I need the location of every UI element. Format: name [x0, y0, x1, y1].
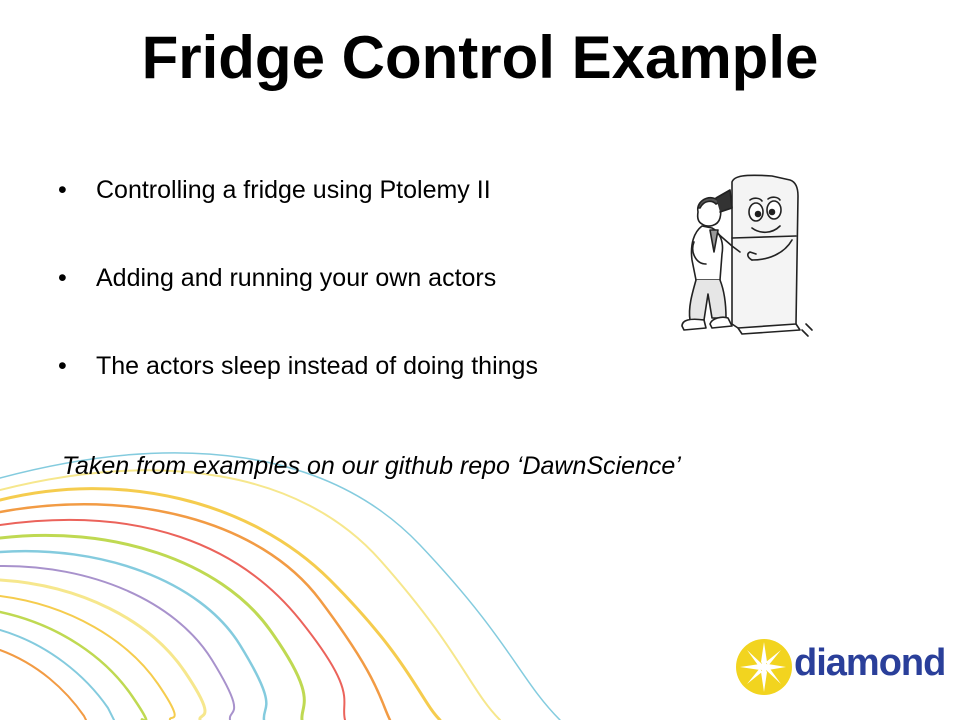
- bullet-item: • Controlling a fridge using Ptolemy II: [58, 168, 538, 212]
- bullet-marker: •: [58, 176, 67, 204]
- bullet-text: Adding and running your own actors: [96, 264, 497, 292]
- bullet-marker: •: [58, 264, 67, 292]
- bullet-item: • Adding and running your own actors: [58, 256, 538, 300]
- diamond-logo: diamond: [734, 634, 946, 700]
- bullet-text: Controlling a fridge using Ptolemy II: [96, 176, 491, 204]
- bullet-item: • The actors sleep instead of doing thin…: [58, 344, 538, 388]
- source-note: Taken from examples on our github repo ‘…: [62, 452, 681, 480]
- diamond-star-logo-icon: [736, 639, 792, 695]
- hugging-fridge-cartoon-icon: [681, 174, 813, 337]
- bullet-marker: •: [58, 352, 67, 380]
- bullet-text: The actors sleep instead of doing things: [96, 352, 538, 380]
- logo-wordmark: diamond: [794, 642, 946, 684]
- slide-title: Fridge Control Example: [141, 24, 819, 91]
- bullet-list: • Controlling a fridge using Ptolemy II …: [58, 168, 538, 432]
